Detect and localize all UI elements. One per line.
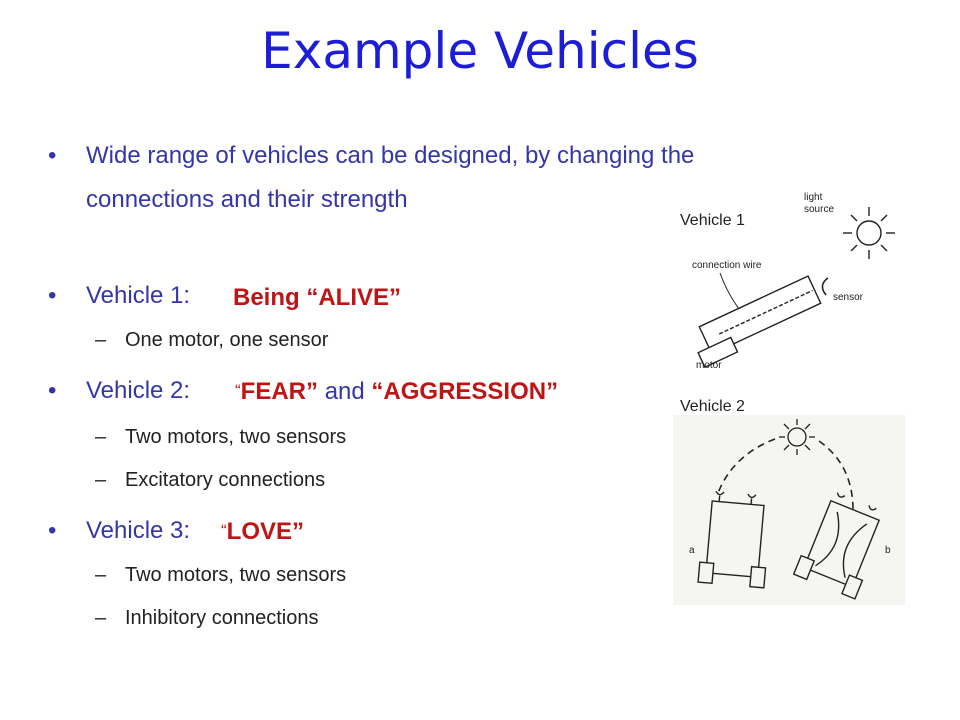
intro-line-2: connections and their strength bbox=[86, 186, 408, 213]
aggression-label: “AGGRESSION” bbox=[371, 378, 559, 405]
bullet-vehicle-1: • Vehicle 1: bbox=[48, 274, 191, 318]
bullet-marker: • bbox=[48, 377, 57, 404]
light-path-left bbox=[717, 438, 776, 494]
vehicle-1-diagram: light source connection wire sensor moto… bbox=[692, 192, 895, 371]
sun-icon bbox=[779, 419, 815, 455]
vehicle-1-figure-label: Vehicle 1 bbox=[680, 212, 745, 229]
connection-wire-label: connection wire bbox=[692, 260, 762, 271]
vehicle-2-sub-1: – Two motors, two sensors bbox=[95, 426, 347, 448]
vehicle-2-sub-2: – Excitatory connections bbox=[95, 469, 326, 491]
bullet-vehicle-2: • Vehicle 2: bbox=[48, 369, 191, 413]
slide-title: Example Vehicles bbox=[261, 22, 699, 80]
vehicle-3-label: Vehicle 3: bbox=[86, 517, 191, 544]
light-source-label-line2: source bbox=[804, 204, 834, 215]
vehicle-1-highlight: Being “ALIVE” bbox=[233, 284, 402, 311]
vehicle-2-diagram: a b bbox=[673, 415, 905, 605]
fear-label: FEAR” bbox=[240, 378, 319, 405]
vehicle-1-sub: – One motor, one sensor bbox=[95, 329, 329, 351]
vehicle-2b-marker: b bbox=[885, 545, 891, 556]
light-path-right bbox=[818, 440, 854, 511]
vehicle-1-body bbox=[697, 275, 822, 369]
vehicle-3-sub-2: – Inhibitory connections bbox=[95, 607, 319, 629]
vehicle-2-figure-label: Vehicle 2 bbox=[680, 398, 745, 415]
sensor-icon bbox=[821, 277, 829, 296]
sensor-label: sensor bbox=[833, 292, 864, 303]
vehicle-2-highlight: “FEAR” and “AGGRESSION” bbox=[235, 378, 559, 405]
vehicle-3-sub-1: – Two motors, two sensors bbox=[95, 564, 347, 586]
vehicle-2a-body bbox=[697, 490, 767, 589]
motor-label: motor bbox=[696, 360, 722, 371]
bullet-intro: • Wide range of vehicles can be designed… bbox=[48, 134, 846, 222]
and-label: and bbox=[324, 378, 365, 405]
bullet-vehicle-3: • Vehicle 3: bbox=[48, 509, 191, 553]
light-source-label-line1: light bbox=[804, 192, 823, 203]
vehicle-2a-marker: a bbox=[689, 545, 695, 556]
love-label: LOVE” bbox=[226, 518, 305, 545]
vehicle-1-label: Vehicle 1: bbox=[86, 282, 191, 309]
bullet-marker: • bbox=[48, 282, 57, 309]
bullet-marker: • bbox=[48, 142, 57, 169]
sun-icon bbox=[843, 207, 895, 259]
vehicle-3-highlight: “LOVE” bbox=[221, 518, 305, 545]
bullet-marker: • bbox=[48, 517, 57, 544]
vehicle-2b-body bbox=[792, 492, 881, 600]
vehicle-2-label: Vehicle 2: bbox=[86, 377, 191, 404]
intro-line-1: Wide range of vehicles can be designed, … bbox=[86, 142, 695, 169]
connection-pointer bbox=[719, 272, 743, 314]
